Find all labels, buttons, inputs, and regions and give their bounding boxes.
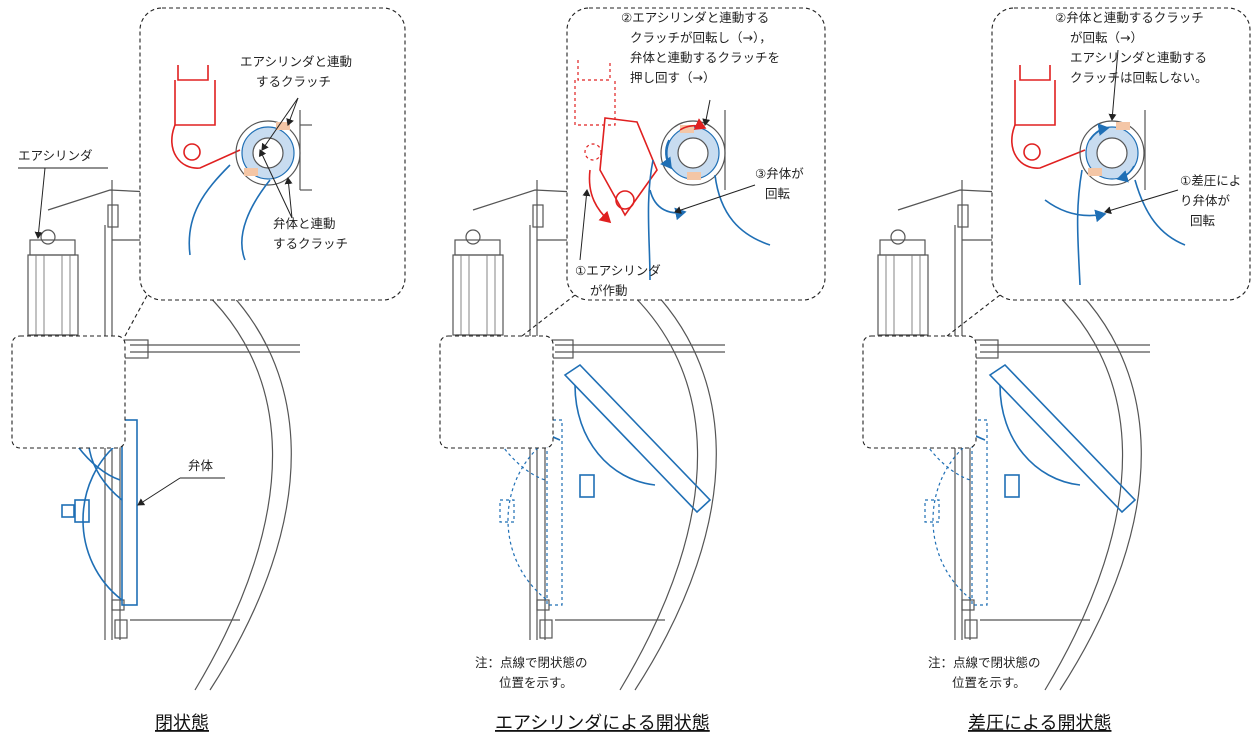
caption-closed: 閉状態 (155, 713, 209, 734)
label-clutch-air-1: エアシリンダと連動 (240, 54, 352, 69)
step2-line1: ②弁体と連動するクラッチ (1055, 10, 1204, 25)
note-line2: 位置を示す。 (499, 675, 573, 690)
zoom-region (11, 335, 126, 449)
label-clutch-air-2: するクラッチ (256, 74, 331, 89)
step2-line2: が回転（→） (1070, 30, 1143, 45)
label-valve: 弁体 (188, 458, 214, 473)
valve-disc-open (988, 363, 1137, 514)
step1-line2: が作動 (590, 283, 628, 298)
label-clutch-valve-1: 弁体と連動 (273, 216, 336, 231)
note-line1: 注：点線で閉状態の (475, 655, 588, 670)
valve-disc (121, 419, 138, 606)
step2-line3: 弁体と連動するクラッチを (630, 50, 780, 65)
panel-closed: エアシリンダと連動 するクラッチ 弁体と連動 するクラッチ エアシリンダ 弁体 … (11, 7, 406, 734)
step1-line2: り弁体が (1180, 193, 1231, 208)
caption-air-open: エアシリンダによる開状態 (495, 713, 710, 734)
step1-line3: 回転 (1190, 213, 1216, 228)
panel-diff-open: ②弁体と連動するクラッチ が回転（→） エアシリンダと連動する クラッチは回転し… (862, 7, 1251, 734)
step2-line4: 押し回す（→） (630, 70, 715, 85)
caption-diff-open: 差圧による開状態 (968, 713, 1111, 734)
valve-disc-open (563, 363, 712, 514)
note-line2: 位置を示す。 (952, 675, 1026, 690)
step1-line1: ①エアシリンダ (575, 263, 661, 278)
step3-line1: ③弁体が (755, 166, 804, 181)
label-clutch-valve-2: するクラッチ (273, 236, 348, 251)
step1-line1: ①差圧によ (1180, 173, 1241, 188)
step2-line4: クラッチは回転しない。 (1070, 70, 1208, 85)
step2-line2: クラッチが回転し（→）， (630, 30, 772, 45)
step3-line2: 回転 (765, 186, 791, 201)
step2-line1: ②エアシリンダと連動する (621, 10, 769, 25)
label-cylinder: エアシリンダ (18, 148, 93, 163)
note-line1: 注：点線で閉状態の (928, 655, 1041, 670)
panel-air-open: ②エアシリンダと連動する クラッチが回転し（→）， 弁体と連動するクラッチを 押… (439, 7, 826, 734)
step2-line3: エアシリンダと連動する (1070, 50, 1207, 65)
